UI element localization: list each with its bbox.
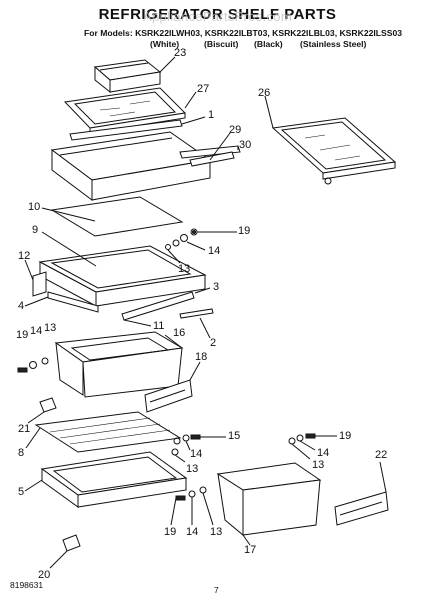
callout-30: 30 xyxy=(239,139,252,151)
callout-19-left: 19 xyxy=(16,329,29,341)
color-label-black: (Black) xyxy=(254,39,283,49)
part-21-clip xyxy=(39,397,57,413)
callout-29: 29 xyxy=(229,124,242,136)
part-17-bin xyxy=(216,462,322,537)
callout-13-top: 13 xyxy=(178,263,191,275)
callout-19-right: 19 xyxy=(339,430,352,442)
callout-26: 26 xyxy=(258,87,271,99)
callout-23: 23 xyxy=(174,47,187,59)
hardware-set-top xyxy=(165,228,198,250)
callout-5: 5 xyxy=(18,486,25,498)
part-16-crisper-bin xyxy=(54,331,184,398)
callout-10: 10 xyxy=(28,201,41,213)
callout-8: 8 xyxy=(18,447,25,459)
part-18-drawer-front xyxy=(144,379,193,413)
callout-21: 21 xyxy=(18,423,31,435)
callout-20: 20 xyxy=(38,569,51,581)
callout-14-mid: 14 xyxy=(190,448,203,460)
color-label-white: (White) xyxy=(150,39,180,49)
part-20-clip xyxy=(62,534,81,552)
callout-19-bottom: 19 xyxy=(164,526,177,538)
callout-15: 15 xyxy=(228,430,241,442)
color-label-biscuit: (Biscuit) xyxy=(204,39,239,49)
callout-3: 3 xyxy=(213,281,220,293)
callout-14-top: 14 xyxy=(208,245,221,257)
callout-22: 22 xyxy=(375,449,388,461)
callout-11: 11 xyxy=(153,320,165,332)
watermark: AppliancePartsPros.com xyxy=(143,9,292,24)
part-10-glass xyxy=(50,196,184,237)
part-22-drawer-front xyxy=(334,491,389,526)
callout-13-bottom: 13 xyxy=(210,526,223,538)
callout-1: 1 xyxy=(208,109,215,121)
callout-14-right: 14 xyxy=(317,447,330,459)
callout-17: 17 xyxy=(244,544,257,556)
footer-page-number: 7 xyxy=(214,585,219,595)
footer-code: 8198631 xyxy=(10,580,44,590)
callout-18: 18 xyxy=(195,351,208,363)
color-label-stainless: (Stainless Steel) xyxy=(300,39,367,49)
callout-9: 9 xyxy=(32,224,39,236)
callout-14-left: 14 xyxy=(30,325,43,337)
callout-2: 2 xyxy=(210,337,217,349)
models-line: For Models: KSRK22ILWH03, KSRK22ILBT03, … xyxy=(84,28,403,38)
callout-4: 4 xyxy=(18,300,25,312)
callout-16: 16 xyxy=(173,327,186,339)
callout-14-bottom: 14 xyxy=(186,526,199,538)
part-crisper-cover xyxy=(50,131,212,201)
part-23-bin xyxy=(93,59,162,94)
callout-13-mid: 13 xyxy=(186,463,199,475)
part-1-rail xyxy=(69,119,183,141)
callout-13-right: 13 xyxy=(312,459,325,471)
part-9-frame xyxy=(38,245,207,307)
part-8-grid-shelf xyxy=(34,411,182,453)
part-5-bottom-frame xyxy=(40,451,188,508)
part-3-11-2-rails xyxy=(121,291,214,321)
callout-12: 12 xyxy=(18,250,31,262)
page-title: REFRIGERATOR SHELF PARTS xyxy=(98,6,337,23)
hardware-set-left xyxy=(17,357,49,373)
callout-27: 27 xyxy=(197,83,210,95)
callout-13-left: 13 xyxy=(44,322,57,334)
part-26-glass-shelf xyxy=(271,117,397,185)
callout-19-top: 19 xyxy=(238,225,251,237)
leader-lines xyxy=(24,56,387,569)
part-12-4-brackets xyxy=(32,271,99,313)
